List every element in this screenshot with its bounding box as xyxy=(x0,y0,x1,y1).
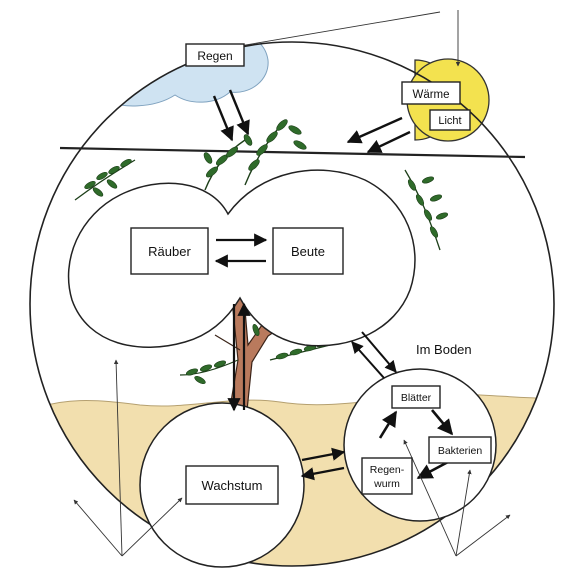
raeuber-label: Räuber xyxy=(148,244,191,259)
bakterien-label-box: Bakterien xyxy=(429,437,491,463)
bakterien-label: Bakterien xyxy=(438,445,483,457)
wachstum-label-box: Wachstum xyxy=(186,466,278,504)
blaetter-label-box: Blätter xyxy=(392,386,440,408)
soil-to-region-arrow xyxy=(352,342,384,378)
regenwurm-label-box: Regen- wurm xyxy=(362,458,412,494)
ground-horizon xyxy=(60,148,525,157)
regen-label: Regen xyxy=(197,49,232,63)
waerme-label: Wärme xyxy=(412,89,449,101)
regen-label-box: Regen xyxy=(186,44,244,66)
wachstum-label: Wachstum xyxy=(202,478,263,493)
rain-arrow-2 xyxy=(230,90,248,134)
raeuber-label-box: Räuber xyxy=(131,228,208,274)
bottom-arrow-left-3 xyxy=(74,500,122,556)
region-to-soil-arrow xyxy=(362,332,396,372)
input-arrow-1 xyxy=(234,12,440,47)
regenwurm-label-line2: wurm xyxy=(373,478,400,490)
sun-arrow-2 xyxy=(368,132,410,152)
beute-label-box: Beute xyxy=(273,228,343,274)
blaetter-label: Blätter xyxy=(401,392,432,404)
beute-label: Beute xyxy=(291,244,325,259)
regenwurm-label-line1: Regen- xyxy=(370,464,405,476)
licht-label-box: Licht xyxy=(430,110,470,130)
im-boden-label: Im Boden xyxy=(416,342,472,357)
waerme-label-box: Wärme xyxy=(402,82,460,104)
bottom-arrow-right-3 xyxy=(456,515,510,556)
licht-label: Licht xyxy=(438,115,461,127)
rain-arrow-1 xyxy=(214,96,232,140)
